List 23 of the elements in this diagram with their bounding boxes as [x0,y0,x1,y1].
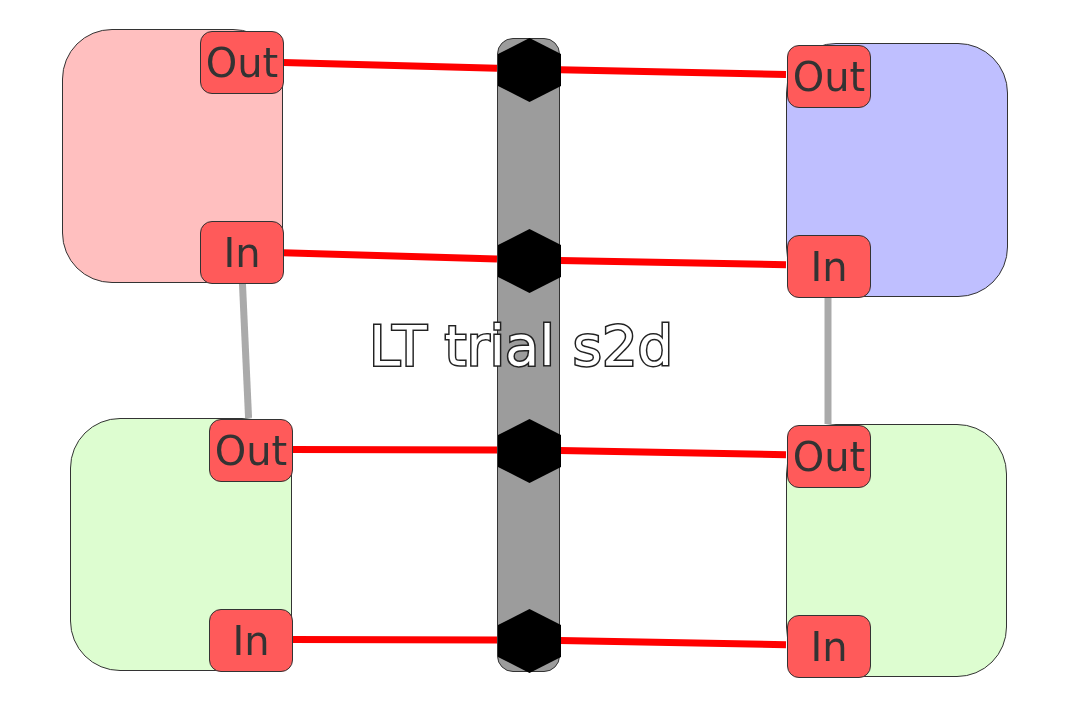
connector-line [282,249,498,263]
hexagon [498,419,561,483]
hexagon [498,229,561,293]
port-box: Out [209,419,293,482]
connector-line [292,636,497,644]
component-box [70,418,292,671]
connector-line [292,446,497,454]
hexagon [498,38,561,102]
component-box [786,424,1007,677]
connector-line [282,59,498,72]
connector-line [238,282,253,419]
port-box: In [787,615,871,678]
center-label: LT trial s2d [369,318,674,374]
hexagon [498,609,561,673]
component-box [786,43,1008,297]
port-box: In [200,221,284,284]
port-box: Out [787,425,871,488]
port-box: In [209,609,293,672]
port-box: Out [787,45,871,108]
port-box: Out [200,31,284,94]
port-box: In [787,235,871,298]
component-box [62,29,283,283]
connector-line [824,297,832,424]
